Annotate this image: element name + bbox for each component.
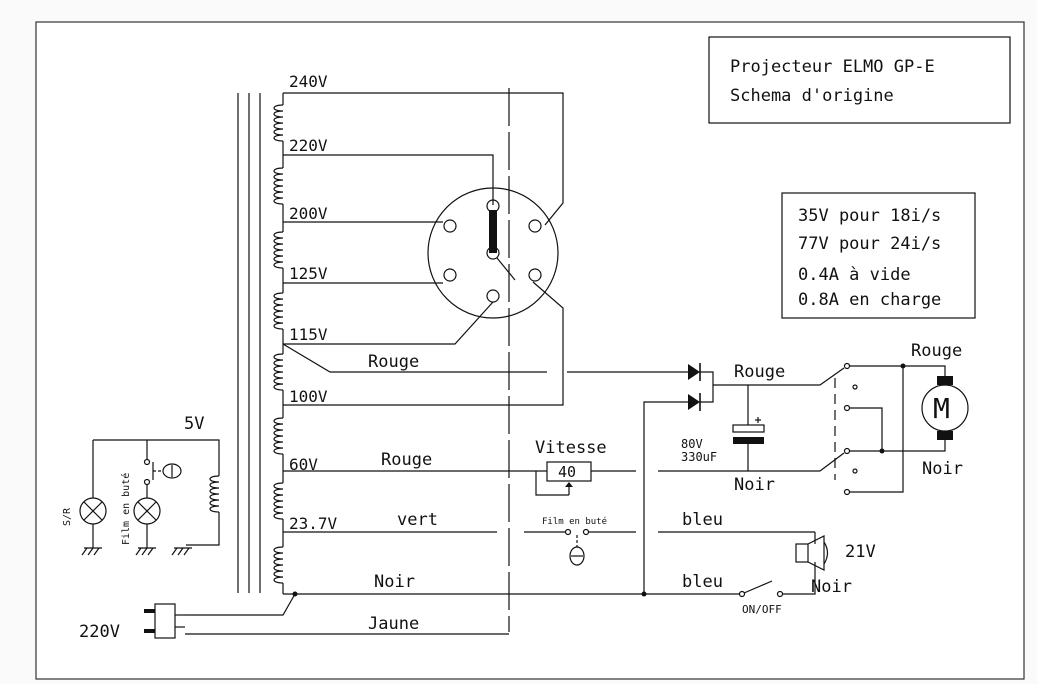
vitesse-potentiometer[interactable]: 40 — [535, 461, 636, 496]
film-switch-mid-label: Film en buté — [542, 516, 607, 527]
tap-125v: 125V — [289, 264, 328, 283]
wire-label-rouge-60v: Rouge — [381, 450, 432, 470]
tap-115v: 115V — [289, 325, 328, 344]
wire-label-vert: vert — [397, 510, 438, 530]
wire-label-rouge-upper: Rouge — [368, 352, 419, 372]
specs-box: 35V pour 18i/s 77V pour 24i/s 0.4A à vid… — [781, 192, 976, 319]
drawing-frame — [35, 21, 1025, 680]
wire-label-rouge-motor: Rouge — [911, 341, 962, 361]
aux-winding-voltage: 5V — [184, 414, 204, 434]
tap-23-7v: 23.7V — [289, 514, 338, 533]
film-end-switch-mid[interactable] — [569, 535, 585, 566]
motor: M — [882, 365, 969, 452]
wire-label-bleu-top: bleu — [682, 510, 723, 530]
vitesse-value: 40 — [558, 463, 576, 481]
sr-label: S/R — [62, 507, 73, 526]
spec-line-2: 77V pour 24i/s — [798, 234, 941, 254]
wire-label-bleu-bottom: bleu — [682, 572, 723, 592]
title-box: Projecteur ELMO GP-E Schema d'origine — [708, 36, 1011, 124]
tap-220v: 220V — [289, 136, 328, 155]
tap-wires — [283, 92, 564, 406]
transformer-winding — [273, 93, 284, 594]
wire-label-jaune: Jaune — [368, 614, 419, 634]
spec-line-4: 0.8A en charge — [798, 290, 941, 310]
spec-line-1: 35V pour 18i/s — [798, 206, 941, 226]
title-line-1: Projecteur ELMO GP-E — [730, 57, 935, 77]
wire-label-noir-motor: Noir — [922, 459, 963, 479]
spec-line-3: 0.4A à vide — [798, 265, 911, 285]
reversing-switch[interactable] — [748, 362, 906, 496]
capacitor-value: 330uF — [681, 450, 717, 464]
lamp-21v — [795, 532, 829, 571]
wire-label-rouge-rect: Rouge — [734, 362, 785, 382]
transformer-core — [237, 93, 261, 593]
wire-label-noir-lamp: Noir — [811, 577, 852, 597]
lamp-voltage: 21V — [845, 542, 876, 562]
title-line-2: Schema d'origine — [730, 86, 894, 106]
tap-60v: 60V — [289, 455, 318, 474]
selector-bridge — [489, 210, 497, 253]
motor-symbol: M — [933, 392, 950, 425]
tap-200v: 200V — [289, 204, 328, 223]
on-off-label: ON/OFF — [742, 603, 782, 616]
wire-label-noir-bottom: Noir — [374, 572, 415, 592]
mains-voltage-label: 220V — [79, 622, 120, 642]
rectifier-diodes — [643, 363, 748, 594]
voltage-selector[interactable] — [427, 187, 559, 319]
aux-5v-circuit — [79, 439, 220, 556]
filter-capacitor — [732, 385, 765, 471]
mains-plug — [144, 603, 185, 639]
capacitor-voltage: 80V — [681, 437, 703, 451]
tap-labels: 240V 220V 200V 125V 115V 100V 60V 23.7V — [289, 72, 338, 533]
tap-240v: 240V — [289, 72, 328, 91]
film-switch-left-label: Film en buté — [120, 473, 132, 545]
wire-label-noir-rect: Noir — [734, 475, 775, 495]
on-off-switch[interactable] — [738, 568, 816, 598]
vitesse-label: Vitesse — [535, 438, 607, 458]
tap-100v: 100V — [289, 387, 328, 406]
